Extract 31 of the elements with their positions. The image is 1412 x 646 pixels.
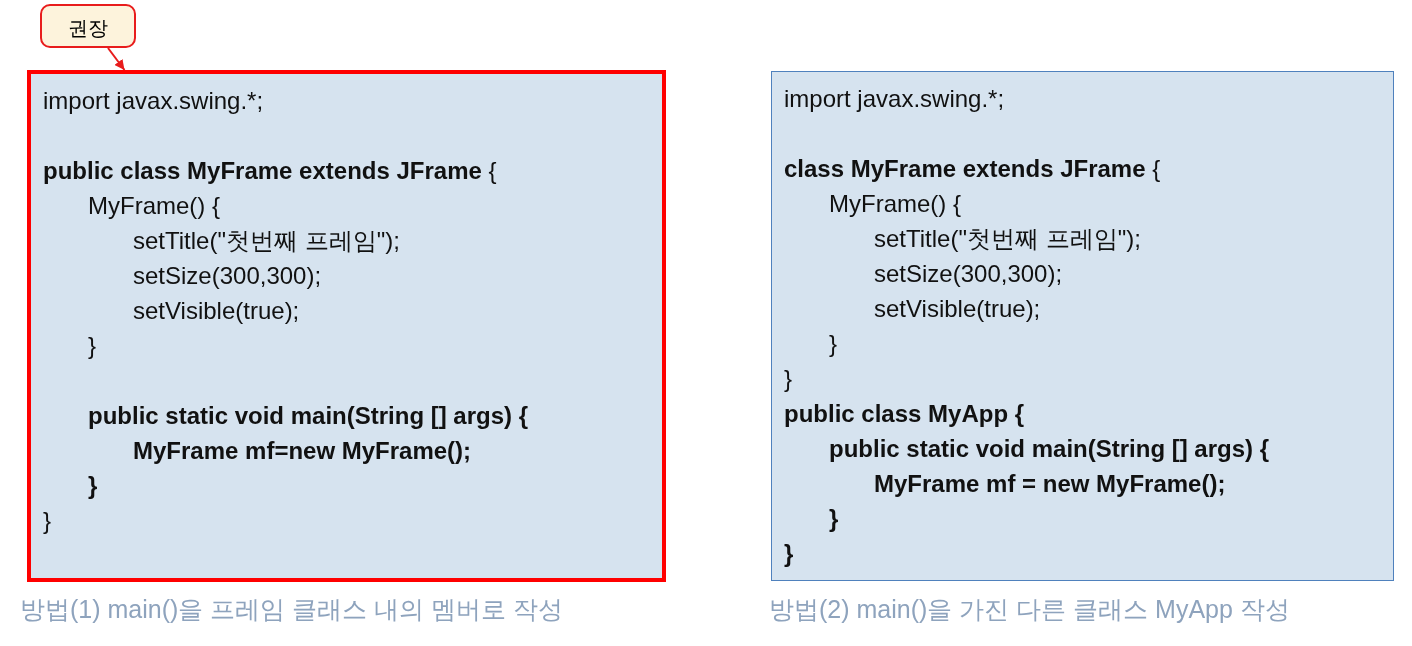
code-line: } [88, 471, 98, 501]
code-line: public static void main(String [] args) { [88, 401, 529, 431]
code-line: setSize(300,300); [874, 259, 1063, 289]
code-panel [771, 71, 1394, 581]
code-line: } [829, 329, 837, 359]
code-line: } [829, 504, 839, 534]
code-line: import javax.swing.*; [784, 84, 1005, 114]
code-line: public class MyFrame extends JFrame { [43, 156, 497, 186]
callout-text: 권장 [67, 16, 109, 41]
code-line: setVisible(true); [133, 296, 300, 326]
code-line: setSize(300,300); [133, 261, 322, 291]
code-line: MyFrame() { [829, 189, 961, 219]
code-line: setVisible(true); [874, 294, 1041, 324]
code-line: } [43, 506, 51, 536]
code-line: public class MyApp { [784, 399, 1025, 429]
callout-bubble [40, 4, 136, 48]
code-line: import javax.swing.*; [43, 86, 264, 116]
code-line: } [88, 331, 96, 361]
code-line: } [784, 364, 792, 394]
code-line: class MyFrame extends JFrame { [784, 154, 1161, 184]
code-line: } [784, 539, 794, 569]
callout-tail [107, 47, 126, 71]
code-line: public static void main(String [] args) { [829, 434, 1270, 464]
code-panel [27, 70, 666, 582]
code-line: MyFrame mf=new MyFrame(); [133, 436, 472, 466]
node-label: 방법(2) main()을 가진 다른 클래스 MyApp 작성 [769, 594, 1290, 625]
node-label: 방법(1) main()을 프레임 클래스 내의 멤버로 작성 [20, 594, 564, 625]
code-line: setTitle("첫번째 프레임"); [874, 224, 1141, 254]
code-line: MyFrame() { [88, 191, 220, 221]
code-line: setTitle("첫번째 프레임"); [133, 226, 400, 256]
code-line: MyFrame mf = new MyFrame(); [874, 469, 1226, 499]
